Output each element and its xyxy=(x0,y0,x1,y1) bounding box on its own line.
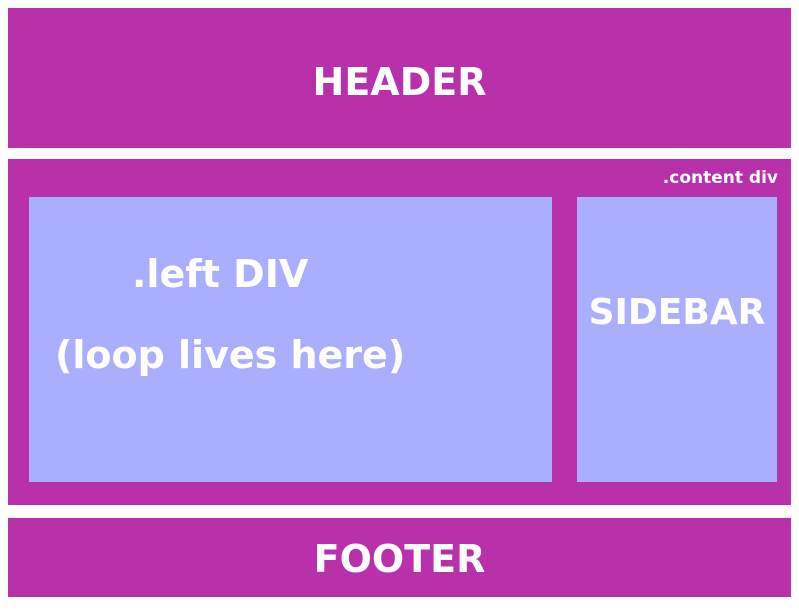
header-block: HEADER xyxy=(8,8,791,148)
left-div-subtitle: (loop lives here) xyxy=(55,333,406,377)
footer-block: FOOTER xyxy=(8,518,791,597)
footer-label: FOOTER xyxy=(313,537,486,581)
sidebar-label: SIDEBAR xyxy=(588,292,766,333)
left-div-block: .left DIV (loop lives here) xyxy=(29,197,552,482)
sidebar-block: SIDEBAR xyxy=(577,197,777,482)
left-div-title: .left DIV xyxy=(132,252,309,296)
content-block: .content div .left DIV (loop lives here)… xyxy=(8,159,791,505)
content-label: .content div xyxy=(662,168,778,188)
header-label: HEADER xyxy=(312,60,487,104)
